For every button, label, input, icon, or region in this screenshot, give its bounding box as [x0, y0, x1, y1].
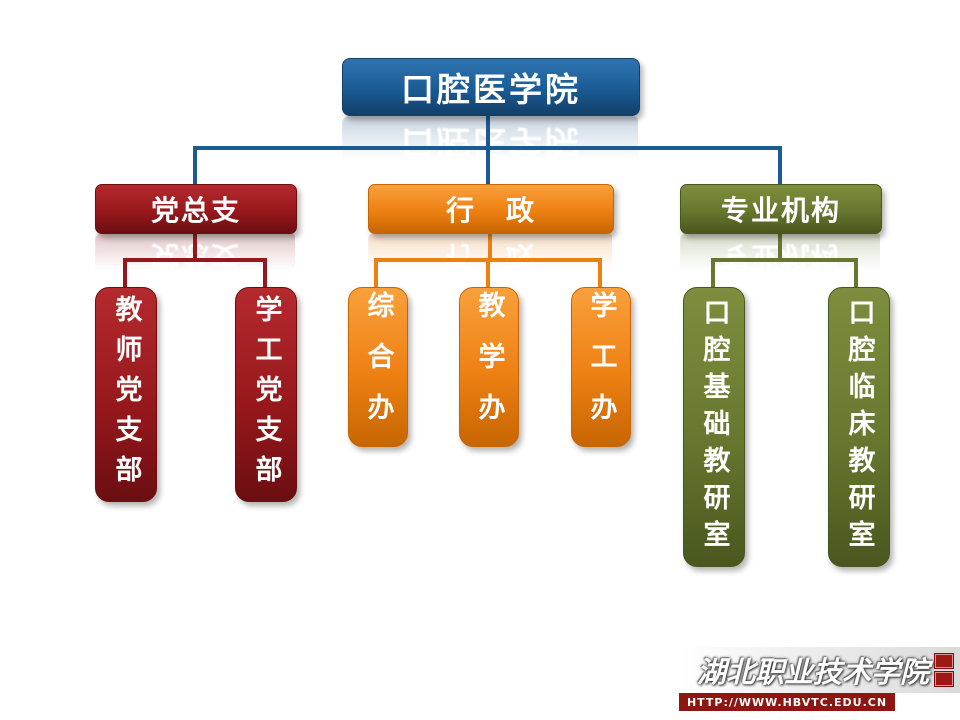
connector-line — [486, 146, 490, 186]
node-oral-basic-teaching-research: 口腔基础教研室 — [683, 287, 745, 567]
watermark-site-name: 湖北职业技术学院 — [696, 655, 929, 689]
connector-line — [374, 258, 378, 288]
node-branch-admin-label: 行 政 — [445, 194, 536, 227]
node-oral-basic-label: 口腔基础教研室 — [698, 297, 730, 557]
connector-line — [598, 258, 602, 288]
root-reflection-label: 口腔医学院 — [401, 123, 581, 162]
watermark-url-bar: HTTP://WWW.HBVTC.EDU.CN — [678, 693, 895, 711]
node-student-party-branch: 学工党支部 — [235, 287, 297, 502]
node-oral-clinical-label: 口腔临床教研室 — [843, 297, 875, 557]
connector-line — [263, 258, 267, 288]
node-branch-party: 党总支 — [95, 184, 297, 234]
node-student-office-label: 学工办 — [585, 290, 617, 444]
node-teacher-party-branch: 教师党支部 — [95, 287, 157, 502]
connector-line — [488, 232, 492, 260]
node-teaching-office: 教学办 — [459, 287, 519, 447]
node-teaching-office-label: 教学办 — [473, 290, 505, 444]
connector-line — [711, 258, 715, 288]
node-root-label: 口腔医学院 — [401, 70, 581, 109]
connector-line — [123, 258, 127, 288]
node-branch-professional: 专业机构 — [680, 184, 882, 234]
connector-line — [778, 232, 782, 260]
seal-icon — [934, 653, 954, 687]
root-reflection: 口腔医学院 — [342, 116, 640, 174]
node-branch-admin: 行 政 — [368, 184, 614, 234]
connector-line — [123, 258, 267, 262]
connector-line — [193, 146, 197, 186]
node-general-office-label: 综合办 — [362, 290, 394, 444]
node-teacher-party-branch-label: 教师党支部 — [110, 294, 142, 495]
node-branch-professional-label: 专业机构 — [720, 194, 841, 227]
node-root: 口腔医学院 — [342, 58, 640, 116]
connector-line — [711, 258, 858, 262]
watermark-name-row: 湖北职业技术学院 — [678, 647, 960, 693]
watermark-url: HTTP://WWW.HBVTC.EDU.CN — [686, 695, 888, 709]
node-student-office: 学工办 — [571, 287, 631, 447]
node-general-office: 综合办 — [348, 287, 408, 447]
connector-line — [193, 232, 197, 260]
connector-line — [854, 258, 858, 288]
connector-line — [778, 146, 782, 186]
node-oral-clinical-teaching-research: 口腔临床教研室 — [828, 287, 890, 567]
node-student-party-branch-label: 学工党支部 — [250, 294, 282, 495]
connector-line — [486, 113, 490, 148]
node-branch-party-label: 党总支 — [150, 194, 241, 227]
connector-line — [486, 258, 490, 288]
watermark: 湖北职业技术学院 HTTP://WWW.HBVTC.EDU.CN — [678, 647, 960, 711]
